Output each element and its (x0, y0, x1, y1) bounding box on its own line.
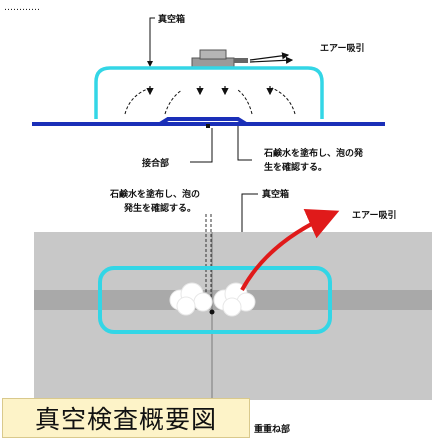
valve-top (199, 49, 227, 60)
sheet-joint (158, 117, 248, 126)
air-suction-label-bottom: エアー吸引 (352, 209, 396, 221)
soap-right-line2: 生を確認する。 (264, 161, 327, 173)
top-header-text: ………… (4, 3, 40, 13)
soap-right-line1: 石鹸水を塗布し、泡の発 (263, 147, 364, 159)
air-suction-arrow (240, 208, 340, 291)
valve-outlet (234, 58, 248, 63)
leak-point (209, 309, 215, 315)
soap-bubbles (169, 282, 256, 317)
caption-text: 真空検査概要図 (34, 405, 217, 434)
flow-line (164, 89, 183, 115)
joint-marker (206, 124, 210, 128)
soap-left-line2: 発生を確認する。 (123, 202, 196, 214)
air-out-arrow-1 (249, 52, 290, 61)
flow-line (237, 89, 253, 115)
overlap-label: 重重ね部 (254, 423, 290, 435)
vacuum-box-label-top: 真空箱 (158, 13, 185, 25)
figure-caption: 真空検査概要図 (2, 398, 250, 438)
flow-line (124, 87, 151, 115)
joint-leader (190, 128, 213, 163)
vacuum-box-label-bottom: 真空箱 (262, 188, 289, 200)
vacuum-box-cross-section (94, 66, 324, 119)
joint-label: 接合部 (142, 157, 169, 169)
air-suction-label-top: エアー吸引 (320, 42, 364, 54)
flow-line (271, 87, 296, 115)
vacuum-box-leader-top (147, 17, 155, 67)
vacuum-box-plan (98, 266, 332, 334)
air-out-arrow-2 (249, 56, 294, 64)
soap-right-leader (237, 126, 252, 161)
soap-left-line1: 石鹸水を塗布し、泡の (109, 188, 200, 200)
